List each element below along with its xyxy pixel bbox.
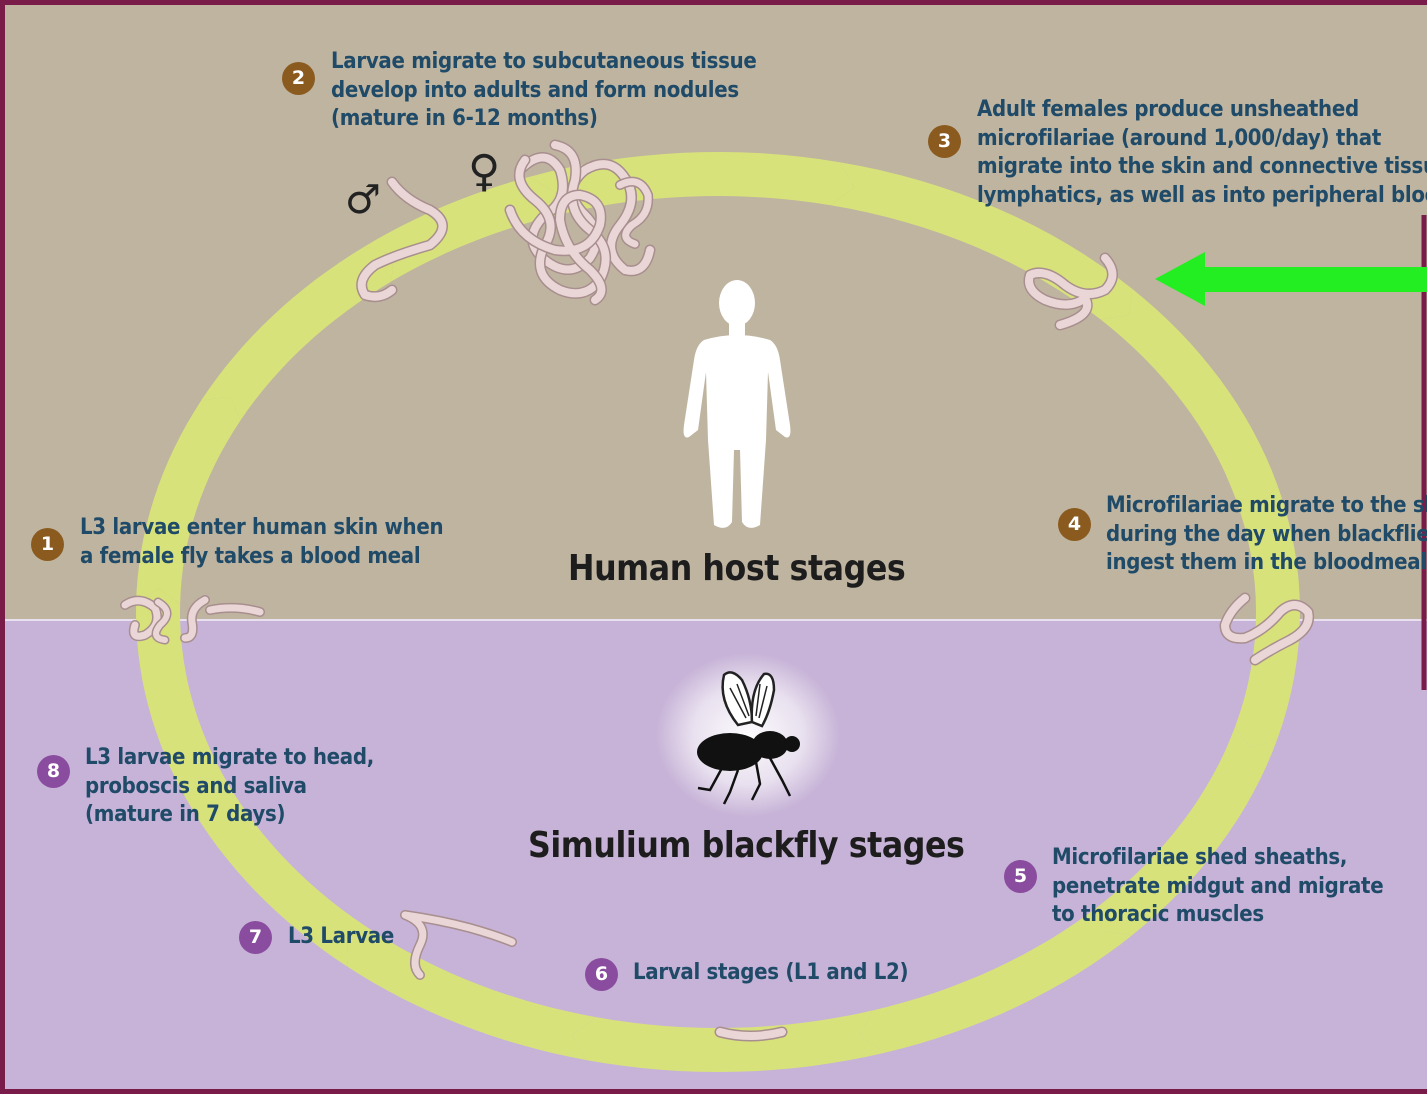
female-worm-icon [513,139,612,299]
step-1-badge: 1 [31,528,64,561]
step-2-badge: 2 [282,62,315,95]
step-7-line-1: L3 Larvae [288,924,394,949]
step-3-line-4: lymphatics, as well as into peripheral b… [977,182,1427,208]
step-3-line-3: migrate into the skin and connective tis… [977,154,1427,179]
cycle-arrow-segment [136,396,241,605]
male-worm-icon [356,176,448,303]
l3-larva-icon [151,597,172,645]
step-7-badge: 7 [239,921,272,954]
step-3-text: Adult females produce unsheathed microfi… [977,96,1427,210]
step-2-text: Larvae migrate to subcutaneous tissue de… [331,48,757,134]
step-4-line-3: ingest them in the bloodmeal [1106,550,1427,575]
step-3-line-1: Adult females produce unsheathed [977,97,1359,122]
step-8-line-3: (mature in 7 days) [85,802,286,827]
arrow-left-icon [1155,252,1427,306]
step-1-line-2: a female fly takes a blood meal [80,543,421,569]
female-symbol: ♀ [468,146,501,197]
step-8-line-2: proboscis and saliva [85,773,307,799]
female-worm-icon [615,176,654,249]
step-5-line-1: Microfilariae shed sheaths, [1052,845,1348,870]
cycle-arrow-segment [571,1010,885,1072]
step-5-badge: 5 [1004,860,1037,893]
cycle-arrow-segment [201,246,394,421]
larval-stage-icon [714,1026,788,1042]
step-1-line-1: L3 larvae enter human skin when [80,515,444,540]
female-worm-icon [504,189,607,306]
step-8-text: L3 larvae migrate to head, proboscis and… [85,744,374,830]
female-worm-icon [514,152,656,277]
step-2-line-3: (mature in 6-12 months) [331,106,598,131]
fly-stage-title: Simulium blackfly stages [528,825,965,866]
microfilaria-icon [1023,252,1118,331]
step-4-line-1: Microfilariae migrate to the skin [1106,493,1427,518]
step-6-line-1: Larval stages (L1 and L2) [633,960,909,985]
l3-larva-icon [180,595,265,643]
fly-glow [656,653,840,817]
cycle-arrow-segment [187,777,376,967]
step-6-badge: 6 [585,958,618,991]
cycle-arrow-segment [859,904,1132,1053]
human-figure-icon [683,280,791,528]
step-8-line-1: L3 larvae migrate to head, [85,745,374,770]
step-6-text: Larval stages (L1 and L2) [633,959,909,988]
step-8-badge: 8 [37,755,70,788]
worm-group [120,139,1315,1042]
step-2-line-1: Larvae migrate to subcutaneous tissue [331,49,757,74]
microfilaria-icon [1219,592,1315,666]
cycle-arrow-segment [1100,727,1278,936]
step-4-badge: 4 [1058,508,1091,541]
step-5-line-3: to thoracic muscles [1052,902,1264,927]
step-2-line-2: develop into adults and form nodules [331,77,739,103]
blackfly-icon [697,671,800,805]
cycle-arrow-segment [1235,484,1300,748]
male-symbol: ♂ [345,177,381,223]
step-3-line-2: microfilariae (around 1,000/day) that [977,125,1382,151]
step-5-text: Microfilariae shed sheaths, penetrate mi… [1052,844,1384,930]
step-5-line-2: penetrate midgut and migrate [1052,873,1384,899]
l3-larva-icon [400,910,517,980]
human-stage-title: Human host stages [568,548,906,589]
step-4-line-2: during the day when blackflies [1106,521,1427,547]
cycle-arrow-segment [1100,288,1278,506]
cycle-arrow-segment [347,933,596,1060]
step-1-text: L3 larvae enter human skin when a female… [80,514,444,571]
step-3-badge: 3 [928,125,961,158]
step-7-text: L3 Larvae [288,923,394,952]
step-4-text: Microfilariae migrate to the skin during… [1106,492,1427,578]
